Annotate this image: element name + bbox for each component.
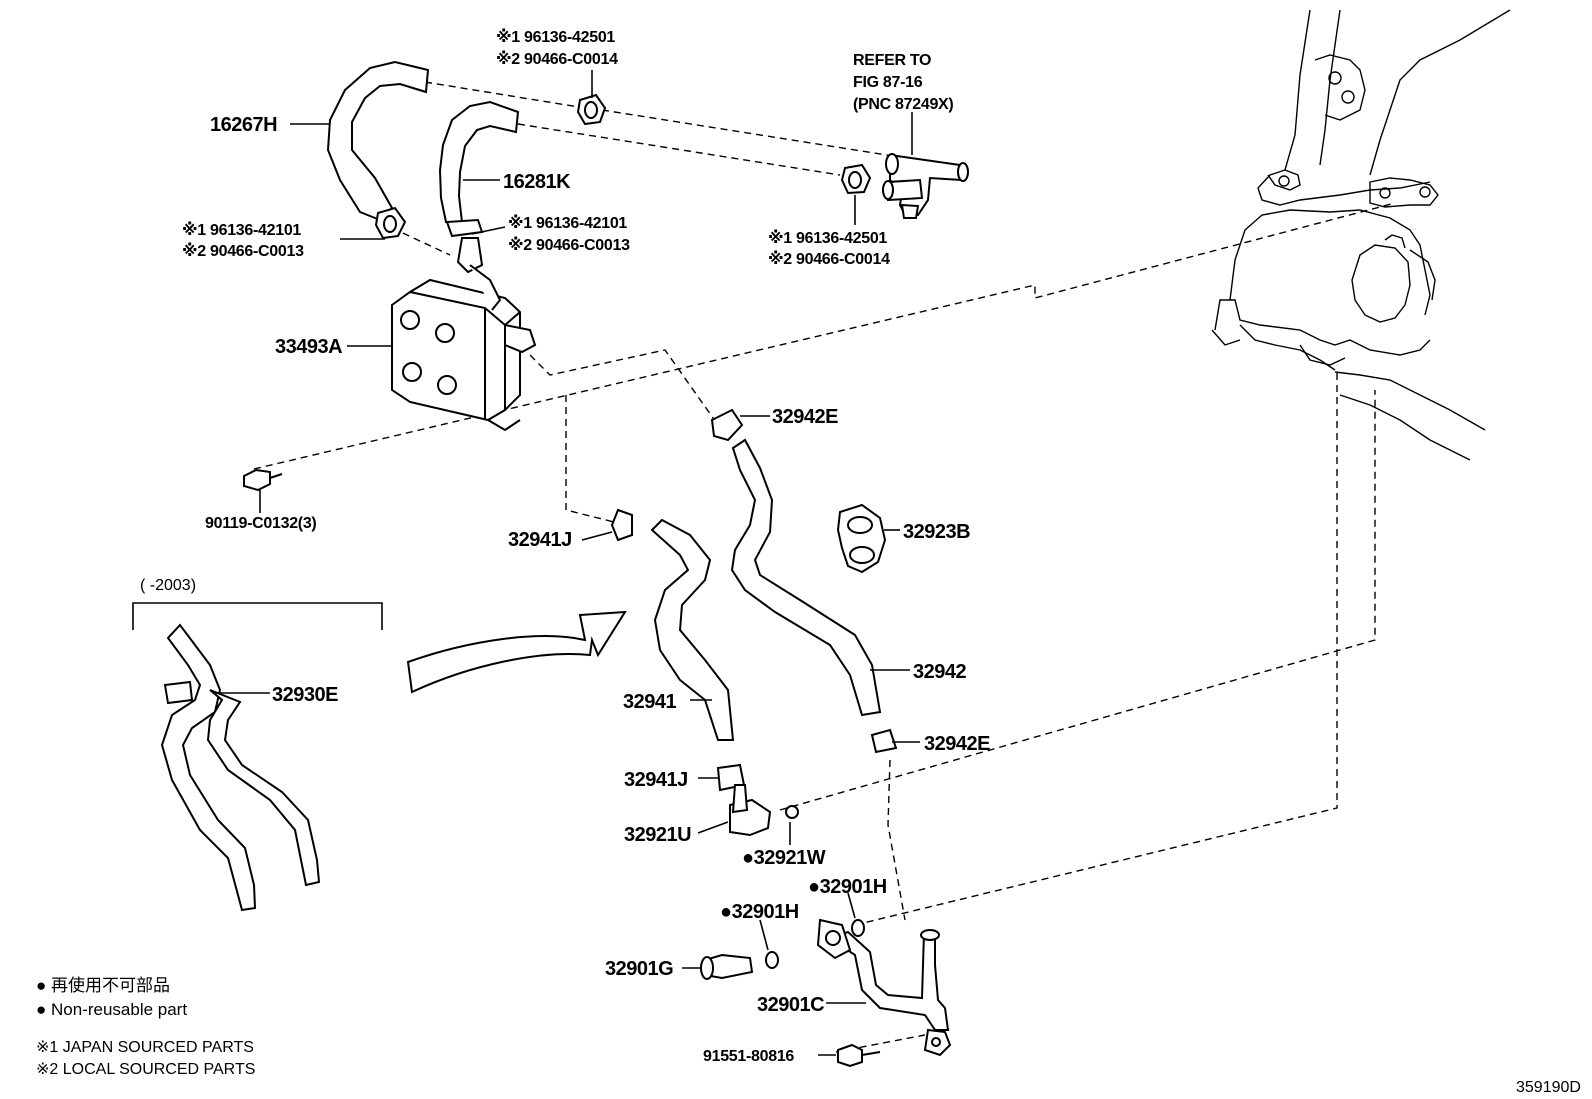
clamp-labels: ※1 96136-42501 ※2 90466-C0014 ※1 96136-4…: [182, 28, 890, 268]
label-32941J-bot: 32941J: [624, 769, 688, 791]
legend: ● 再使用不可部品 ● Non-reusable part ※1 JAPAN S…: [36, 975, 255, 1078]
label-32923B: 32923B: [903, 521, 970, 543]
bolt-32901G: [700, 953, 754, 980]
label-32901G: 32901G: [605, 958, 673, 980]
bracket-32923B: [836, 503, 887, 574]
engine-block-illustration: [1211, 9, 1511, 461]
hose-32941: [650, 518, 735, 741]
label-32942E-bot: 32942E: [924, 733, 990, 755]
legend-nonreusable-ja: ● 再使用不可部品: [36, 975, 170, 995]
legend-nonreusable-en: ● Non-reusable part: [36, 1000, 187, 1019]
clamp-mid-1: ※1 96136-42101: [508, 214, 627, 232]
clamps: [374, 93, 898, 792]
label-32921W: ●32921W: [742, 847, 826, 869]
hose-16267H: [326, 60, 430, 222]
label-33493A: 33493A: [275, 336, 342, 358]
union-32921U: [729, 784, 799, 837]
bolt-91551: [837, 1043, 881, 1068]
reference-line2: FIG 87-16: [853, 74, 923, 91]
callout-labels: 16267H 16281K 33493A 90119-C0132(3) 3294…: [205, 114, 991, 1065]
label-90119: 90119-C0132(3): [205, 515, 316, 532]
pipe-32901C: [816, 918, 952, 1057]
label-32921U: 32921U: [624, 824, 691, 846]
water-valve-87249X: [882, 153, 969, 219]
dashed-connection-lines: [253, 81, 1396, 1053]
legend-japan-sourced: ※1 JAPAN SOURCED PARTS: [36, 1039, 254, 1056]
clamp-right-1: ※1 96136-42501: [768, 229, 887, 247]
label-16267H: 16267H: [210, 114, 277, 136]
label-32901H-a: ●32901H: [808, 876, 887, 898]
clamp-right-2: ※2 90466-C0014: [768, 250, 890, 268]
clamp-mid-2: ※2 90466-C0013: [508, 236, 630, 254]
reference-line1: REFER TO: [853, 52, 931, 69]
variant-bracket: [132, 602, 383, 630]
label-32901C: 32901C: [757, 994, 824, 1016]
bolt-90119: [243, 468, 283, 492]
legend-local-sourced: ※2 LOCAL SOURCED PARTS: [36, 1061, 255, 1078]
hose-16281K: [438, 100, 520, 223]
reference-note: REFER TO FIG 87-16 (PNC 87249X): [853, 52, 954, 113]
variant-range-label: ( -2003): [140, 577, 196, 594]
label-32941: 32941: [623, 691, 676, 713]
gaskets-32901H: [765, 919, 865, 969]
label-32942E-top: 32942E: [772, 406, 838, 428]
clamp-top-center-1: ※1 96136-42501: [496, 28, 615, 46]
label-91551: 91551-80816: [703, 1048, 794, 1065]
clamp-top-center-2: ※2 90466-C0014: [496, 50, 618, 68]
label-32901H-b: ●32901H: [720, 901, 799, 923]
hose-32930E: [160, 623, 321, 912]
transition-arrow-icon: [406, 610, 627, 694]
label-16281K: 16281K: [503, 171, 571, 193]
figure-id: 359190D: [1516, 1079, 1581, 1096]
hose-32942: [730, 438, 882, 717]
label-32941J-top: 32941J: [508, 529, 572, 551]
clamp-left-1: ※1 96136-42101: [182, 221, 301, 239]
label-32942: 32942: [913, 661, 966, 683]
clamp-left-2: ※2 90466-C0013: [182, 242, 304, 260]
callout-leaders: [216, 70, 920, 1056]
label-32930E: 32930E: [272, 684, 338, 706]
oil-cooler-33493A: [391, 237, 537, 432]
reference-line3: (PNC 87249X): [853, 96, 953, 113]
